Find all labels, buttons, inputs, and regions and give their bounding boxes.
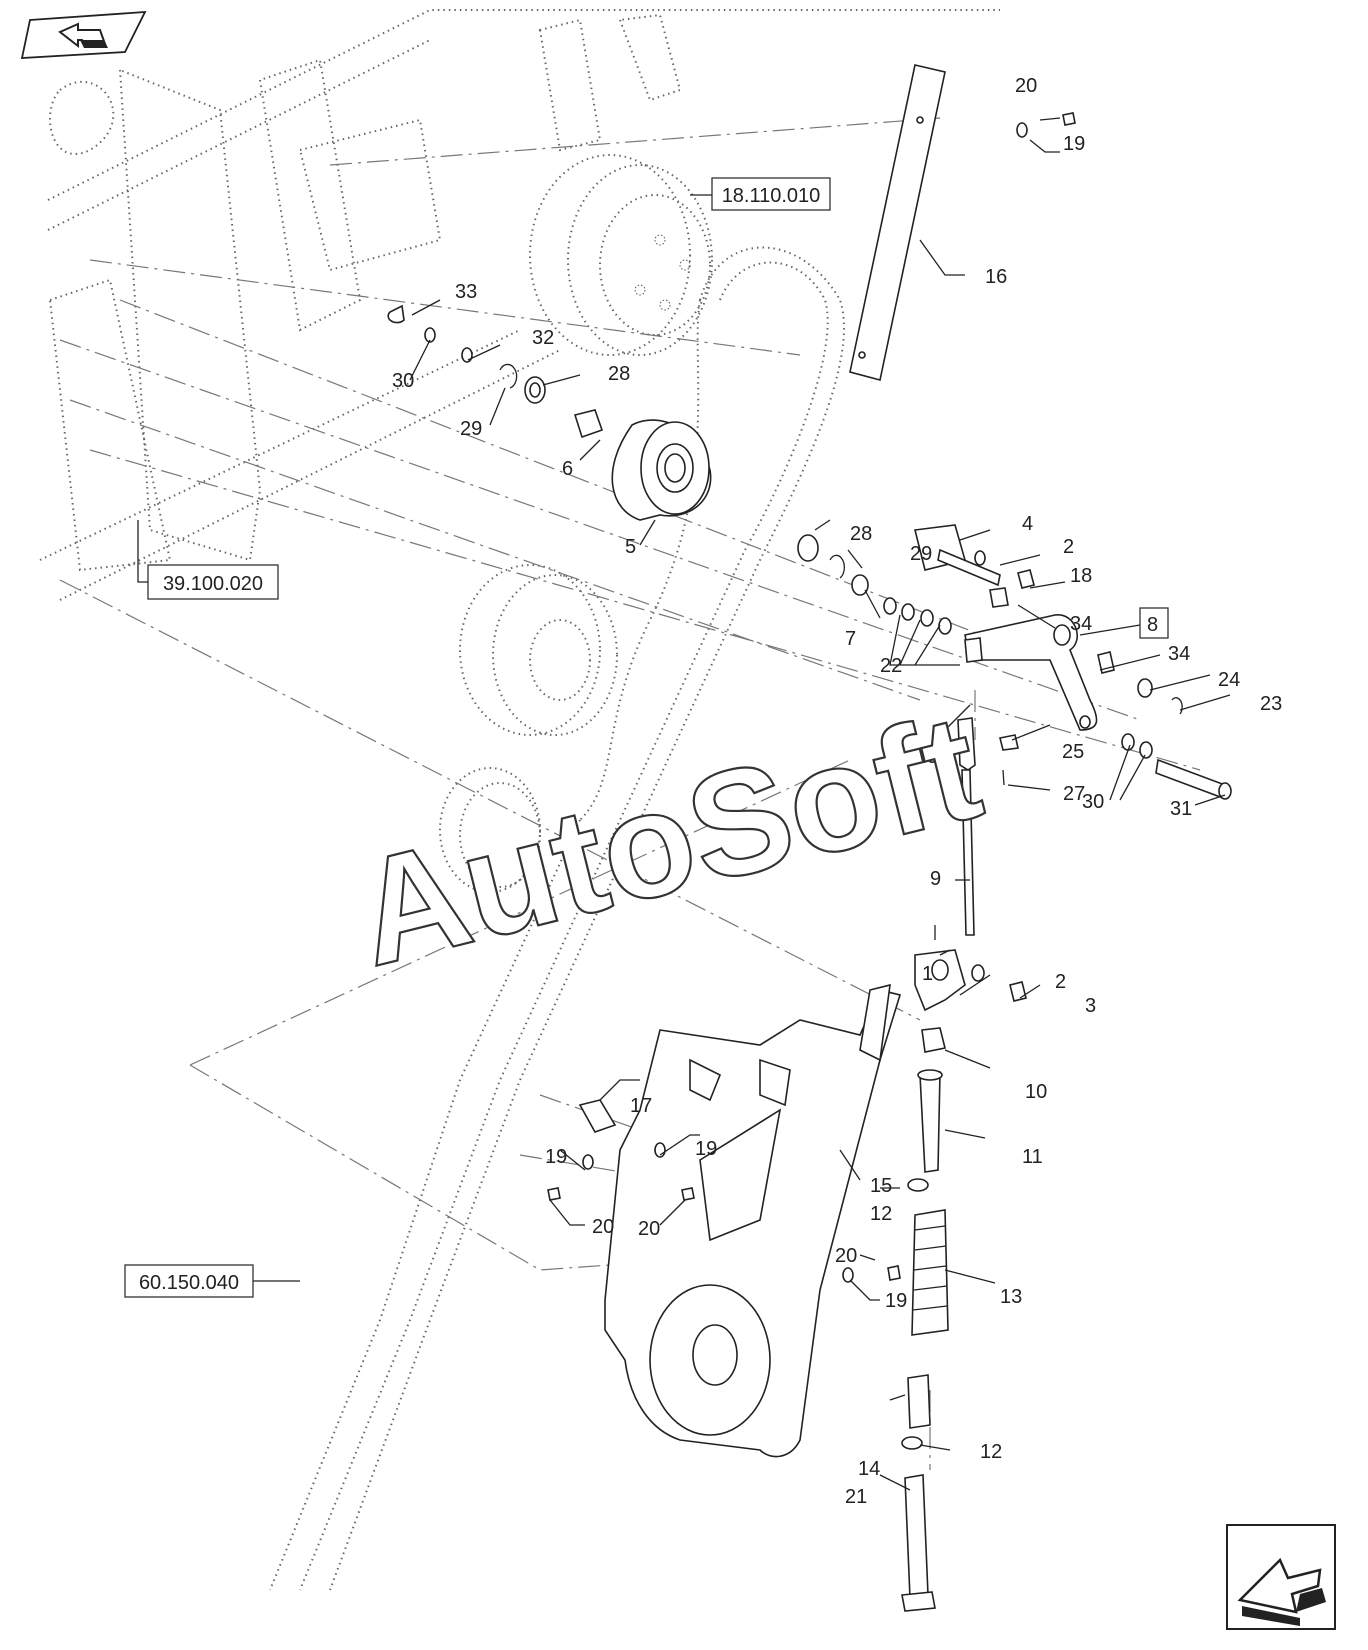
callout-11: 11 — [1022, 1146, 1043, 1168]
callout-28: 28 — [608, 363, 630, 385]
callout-23: 23 — [1260, 693, 1282, 715]
callout-4: 4 — [1022, 513, 1033, 535]
lever-arm-8 — [964, 614, 1098, 731]
callout-30: 30 — [392, 370, 414, 392]
callout-1: 1 — [922, 963, 933, 985]
callout-21: 21 — [845, 1486, 867, 1508]
callout-2b: 2 — [1055, 971, 1066, 993]
right-hardware — [797, 524, 1035, 635]
callout-29: 29 — [460, 418, 482, 440]
spring-assembly — [901, 1027, 949, 1612]
callout-19: 19 — [1063, 133, 1085, 155]
next-page-button[interactable] — [1226, 1524, 1336, 1630]
idler-pulley-5 — [611, 419, 712, 521]
callout-15: 15 — [870, 1175, 892, 1197]
callout-10: 10 — [1025, 1081, 1047, 1103]
callout-20: 20 — [1015, 75, 1037, 97]
rod-9 — [957, 717, 976, 936]
reference-box-39-100-020[interactable]: 39.100.020 — [137, 520, 279, 600]
reference-label: 60.150.040 — [139, 1272, 239, 1294]
callout-34: 34 — [1070, 613, 1092, 635]
callout-3: 3 — [1085, 995, 1096, 1017]
callout-19c: 19 — [695, 1138, 717, 1160]
callout-22: 22 — [880, 655, 902, 677]
reference-label: 18.110.010 — [722, 185, 821, 207]
far-right-hardware — [999, 651, 1232, 800]
callout-30b: 30 — [1082, 791, 1104, 813]
callout-19d: 19 — [885, 1290, 907, 1312]
callout-8: 8 — [1147, 614, 1158, 636]
reference-label: 39.100.020 — [163, 573, 263, 595]
strip-16 — [849, 64, 946, 381]
callout-18: 18 — [1070, 565, 1092, 587]
callout-2: 2 — [1063, 536, 1074, 558]
callout-14: 14 — [858, 1458, 880, 1480]
callout-25: 25 — [1062, 741, 1084, 763]
callout-5: 5 — [625, 536, 636, 558]
back-arrow-icon — [58, 22, 108, 49]
callout-26: 26 — [915, 746, 937, 768]
callout-27: 27 — [1063, 783, 1085, 805]
callout-24: 24 — [1218, 669, 1240, 691]
callout-7: 7 — [845, 628, 856, 650]
reference-box-60-150-040[interactable]: 60.150.040 — [124, 1264, 300, 1298]
callout-12b: 12 — [980, 1441, 1002, 1463]
callout-20d: 20 — [835, 1245, 857, 1267]
callout-28b: 28 — [850, 523, 872, 545]
callout-9: 9 — [930, 868, 941, 890]
callout-12: 12 — [870, 1203, 892, 1225]
callout-32: 32 — [532, 327, 554, 349]
watermark: AutoSoft — [340, 681, 995, 997]
middle-pulley — [459, 564, 618, 736]
callout-20c: 20 — [638, 1218, 660, 1240]
callout-19b: 19 — [545, 1146, 567, 1168]
belt-guard-15 — [604, 983, 902, 1458]
callout-29b: 29 — [910, 543, 932, 565]
callout-labels: 20 19 16 33 32 30 28 29 6 5 4 2 18 28 29… — [392, 75, 1282, 1508]
upper-hardware — [387, 304, 604, 439]
callout-33: 33 — [455, 281, 477, 303]
callout-20b: 20 — [592, 1216, 614, 1238]
callout-6: 6 — [562, 458, 573, 480]
leader-lines — [409, 117, 1231, 1491]
callout-17: 17 — [630, 1095, 652, 1117]
forward-arrow-icon — [1237, 1557, 1326, 1626]
callout-13: 13 — [1000, 1286, 1022, 1308]
previous-page-button[interactable] — [20, 10, 147, 59]
upper-pulley — [529, 154, 713, 356]
callout-34b: 34 — [1168, 643, 1190, 665]
callout-16: 16 — [985, 266, 1007, 288]
callout-31: 31 — [1170, 798, 1192, 820]
lower-pulley — [439, 767, 541, 893]
machine-frame — [39, 9, 1000, 601]
guard-hardware — [547, 112, 1076, 1283]
reference-box-18-110-010[interactable]: 18.110.010 — [690, 177, 831, 211]
